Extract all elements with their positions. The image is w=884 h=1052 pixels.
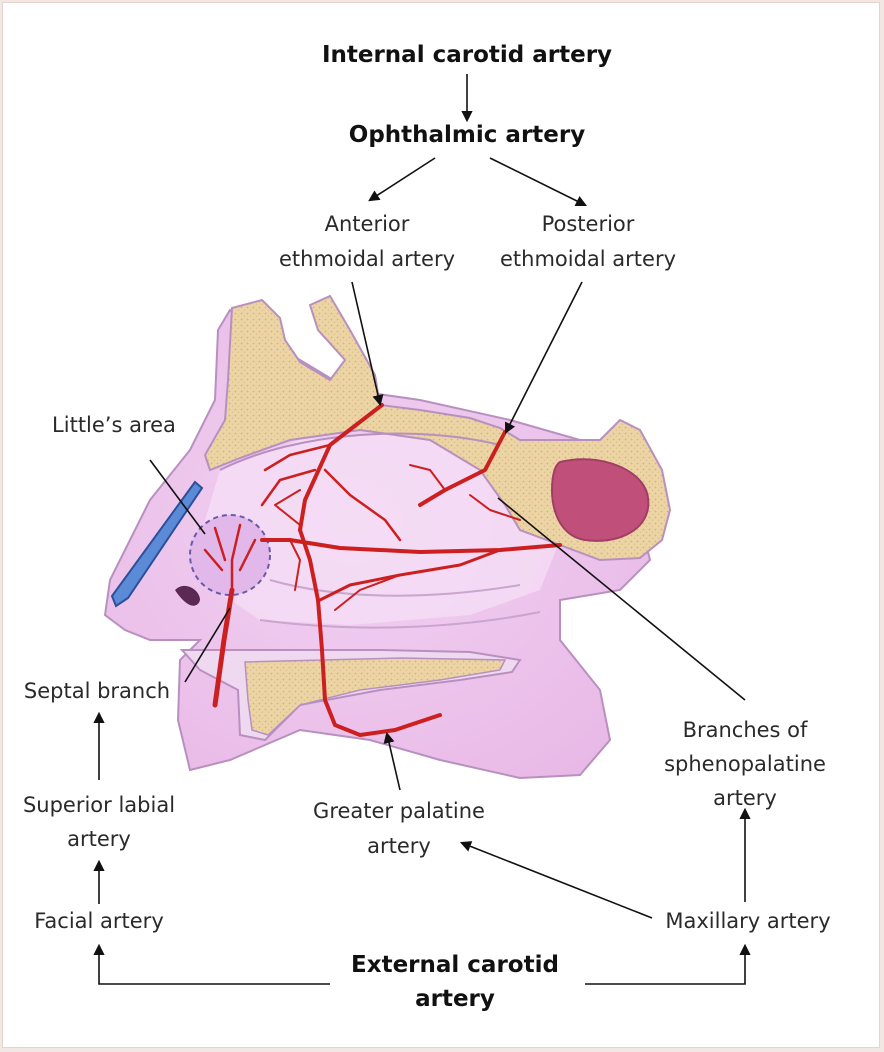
pointer-littles-area xyxy=(149,459,206,535)
nasal-cartilage xyxy=(110,480,204,608)
label-facial: Facial artery xyxy=(34,909,164,933)
arrow-external-to-maxillary xyxy=(585,943,751,985)
anterior-ethmoidal-branch-1 xyxy=(263,443,332,472)
pointer-greater-palatine xyxy=(383,731,401,791)
pointer-anterior-ethmoidal xyxy=(351,281,384,407)
sphenopalatine-branch-2 xyxy=(469,494,521,521)
label-maxillary: Maxillary artery xyxy=(665,909,830,933)
pointer-septal-branch xyxy=(184,607,231,683)
label-septal-branch: Septal branch xyxy=(24,679,170,703)
label-sphenopalatine-1: Branches of xyxy=(683,718,808,742)
label-ophthalmic: Ophthalmic artery xyxy=(349,122,585,148)
arrow-to-posterior-ethmoidal xyxy=(489,157,588,207)
label-posterior-ethmoidal-2: ethmoidal artery xyxy=(500,247,676,271)
arteries xyxy=(203,403,562,737)
septal-branch-vessel xyxy=(212,587,235,708)
label-greater-palatine-2: artery xyxy=(367,834,431,858)
anterior-ethmoidal-branch-4 xyxy=(274,489,301,526)
label-greater-palatine-1: Greater palatine xyxy=(313,799,485,823)
arrow-maxillary-to-greater-palatine xyxy=(459,841,653,919)
label-anterior-ethmoidal-2: ethmoidal artery xyxy=(279,247,455,271)
anterior-ethmoidal-vessel xyxy=(298,403,384,532)
label-superior-labial-1: Superior labial xyxy=(23,793,175,817)
label-sphenopalatine-2: sphenopalatine xyxy=(664,752,826,776)
littles-area-vessels xyxy=(203,523,257,592)
arrow-external-to-facial xyxy=(93,943,330,985)
anterior-ethmoidal-branch-2 xyxy=(260,468,317,507)
sphenoid-sinus xyxy=(550,458,650,542)
sphenopalatine-branch-4 xyxy=(289,539,301,591)
posterior-ethmoidal-branch xyxy=(409,464,446,491)
nostril xyxy=(175,585,200,606)
nasal-anatomy xyxy=(103,294,672,780)
littles-area-circle xyxy=(189,514,271,596)
label-sphenopalatine-3: artery xyxy=(713,786,777,810)
palatine-bone xyxy=(244,657,507,736)
pointer-posterior-ethmoidal xyxy=(504,281,583,434)
sphenopalatine-vessel xyxy=(260,538,562,554)
sphenopalatine-branch-3 xyxy=(334,574,401,611)
labels: Internal carotid artery Ophthalmic arter… xyxy=(23,42,831,1012)
turbinate-line-1 xyxy=(219,432,501,471)
arrow-to-anterior-ethmoidal xyxy=(368,157,436,202)
label-anterior-ethmoidal-1: Anterior xyxy=(325,212,410,236)
label-posterior-ethmoidal-1: Posterior xyxy=(542,212,635,236)
label-external-carotid-2: artery xyxy=(415,986,495,1012)
anterior-ethmoidal-branch-3 xyxy=(323,468,402,542)
descending-palatine-vessel xyxy=(298,528,442,737)
posterior-ethmoidal-vessel xyxy=(418,430,507,507)
label-superior-labial-2: artery xyxy=(67,827,131,851)
turbinate-line-3 xyxy=(259,611,541,629)
label-external-carotid-1: External carotid xyxy=(351,952,559,978)
turbinate-line-2 xyxy=(269,579,521,597)
label-littles-area: Little’s area xyxy=(52,413,176,437)
label-internal-carotid: Internal carotid artery xyxy=(322,42,612,68)
pointer-lines xyxy=(93,74,751,985)
pointer-sphenopalatine xyxy=(497,497,746,701)
